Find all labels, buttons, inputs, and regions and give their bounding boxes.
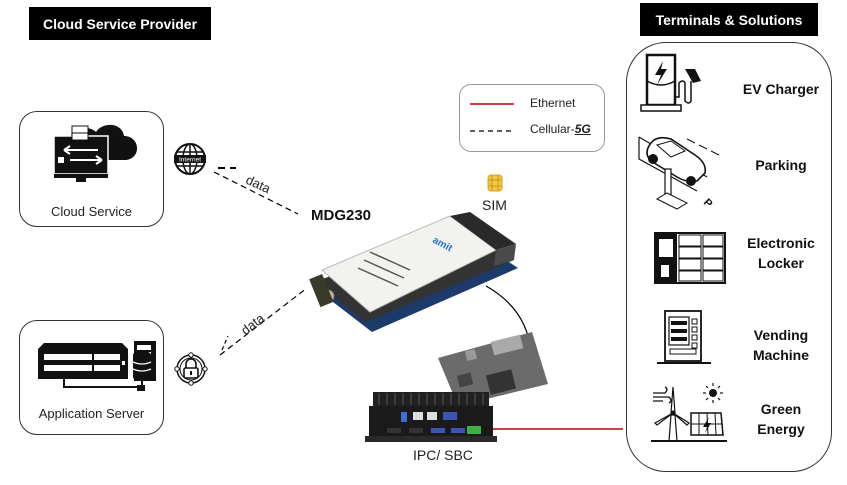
app-link-hook (221, 335, 229, 351)
cloud-service-label: Cloud Service (51, 204, 132, 219)
wind-solar-icon (651, 383, 727, 442)
database-icon (132, 351, 152, 381)
network-switch-server-icon (38, 341, 156, 391)
cloud-provider-header: Cloud Service Provider (29, 7, 211, 40)
terminals-panel: EV Charger P Parking Electronic Locker (626, 42, 832, 472)
legend: Ethernet Cellular-5G (459, 84, 605, 152)
internet-globe-icon: Internet (174, 143, 206, 175)
locker-icon (654, 232, 726, 284)
terminal-label-green-energy: Green Energy (731, 399, 831, 439)
sbc-board-image[interactable] (432, 328, 552, 408)
terminal-label-vending-machine-text: Vending Machine (752, 327, 809, 363)
cloud-monitor-icon (53, 124, 138, 182)
application-server-label: Application Server (38, 406, 145, 421)
sim-chip-icon (487, 174, 503, 192)
terminal-label-vending-machine: Vending Machine (731, 325, 831, 365)
terminal-label-electronic-locker: Electronic Locker (731, 233, 831, 273)
terminal-label-green-energy-text: Green Energy (757, 401, 805, 437)
terminal-label-ev-charger: EV Charger (742, 81, 820, 97)
cloud-service-node[interactable]: Cloud Service (19, 111, 164, 227)
mdg230-module-image[interactable]: amit (300, 212, 530, 342)
ipc-box-image[interactable] (365, 392, 497, 444)
ipc-sbc-label: IPC/ SBC (413, 447, 473, 463)
internet-icon-text: Internet (179, 157, 201, 164)
legend-ethernet-swatch (470, 103, 514, 105)
legend-cellular-swatch (470, 130, 514, 132)
legend-5g-emphasis: 5G (574, 122, 591, 136)
cloud-cellular-link (213, 171, 299, 215)
padlock-shield-icon (174, 352, 208, 386)
terminal-label-parking: Parking (755, 157, 807, 173)
legend-cellular-label: Cellular-5G (530, 122, 591, 136)
parking-car-icon: P (638, 136, 720, 211)
application-server-node[interactable]: Application Server (19, 320, 164, 435)
ev-charger-icon (640, 53, 701, 112)
module-label: MDG230 (311, 207, 372, 224)
app-cellular-link (219, 287, 308, 356)
svg-text:P: P (701, 197, 715, 211)
terminal-label-electronic-locker-text: Electronic Locker (747, 235, 815, 271)
legend-cellular-text: Cellular- (530, 122, 575, 136)
terminals-header: Terminals & Solutions (640, 3, 818, 36)
vending-machine-icon (657, 310, 711, 364)
legend-ethernet-label: Ethernet (530, 96, 576, 110)
sim-label: SIM (482, 197, 507, 213)
